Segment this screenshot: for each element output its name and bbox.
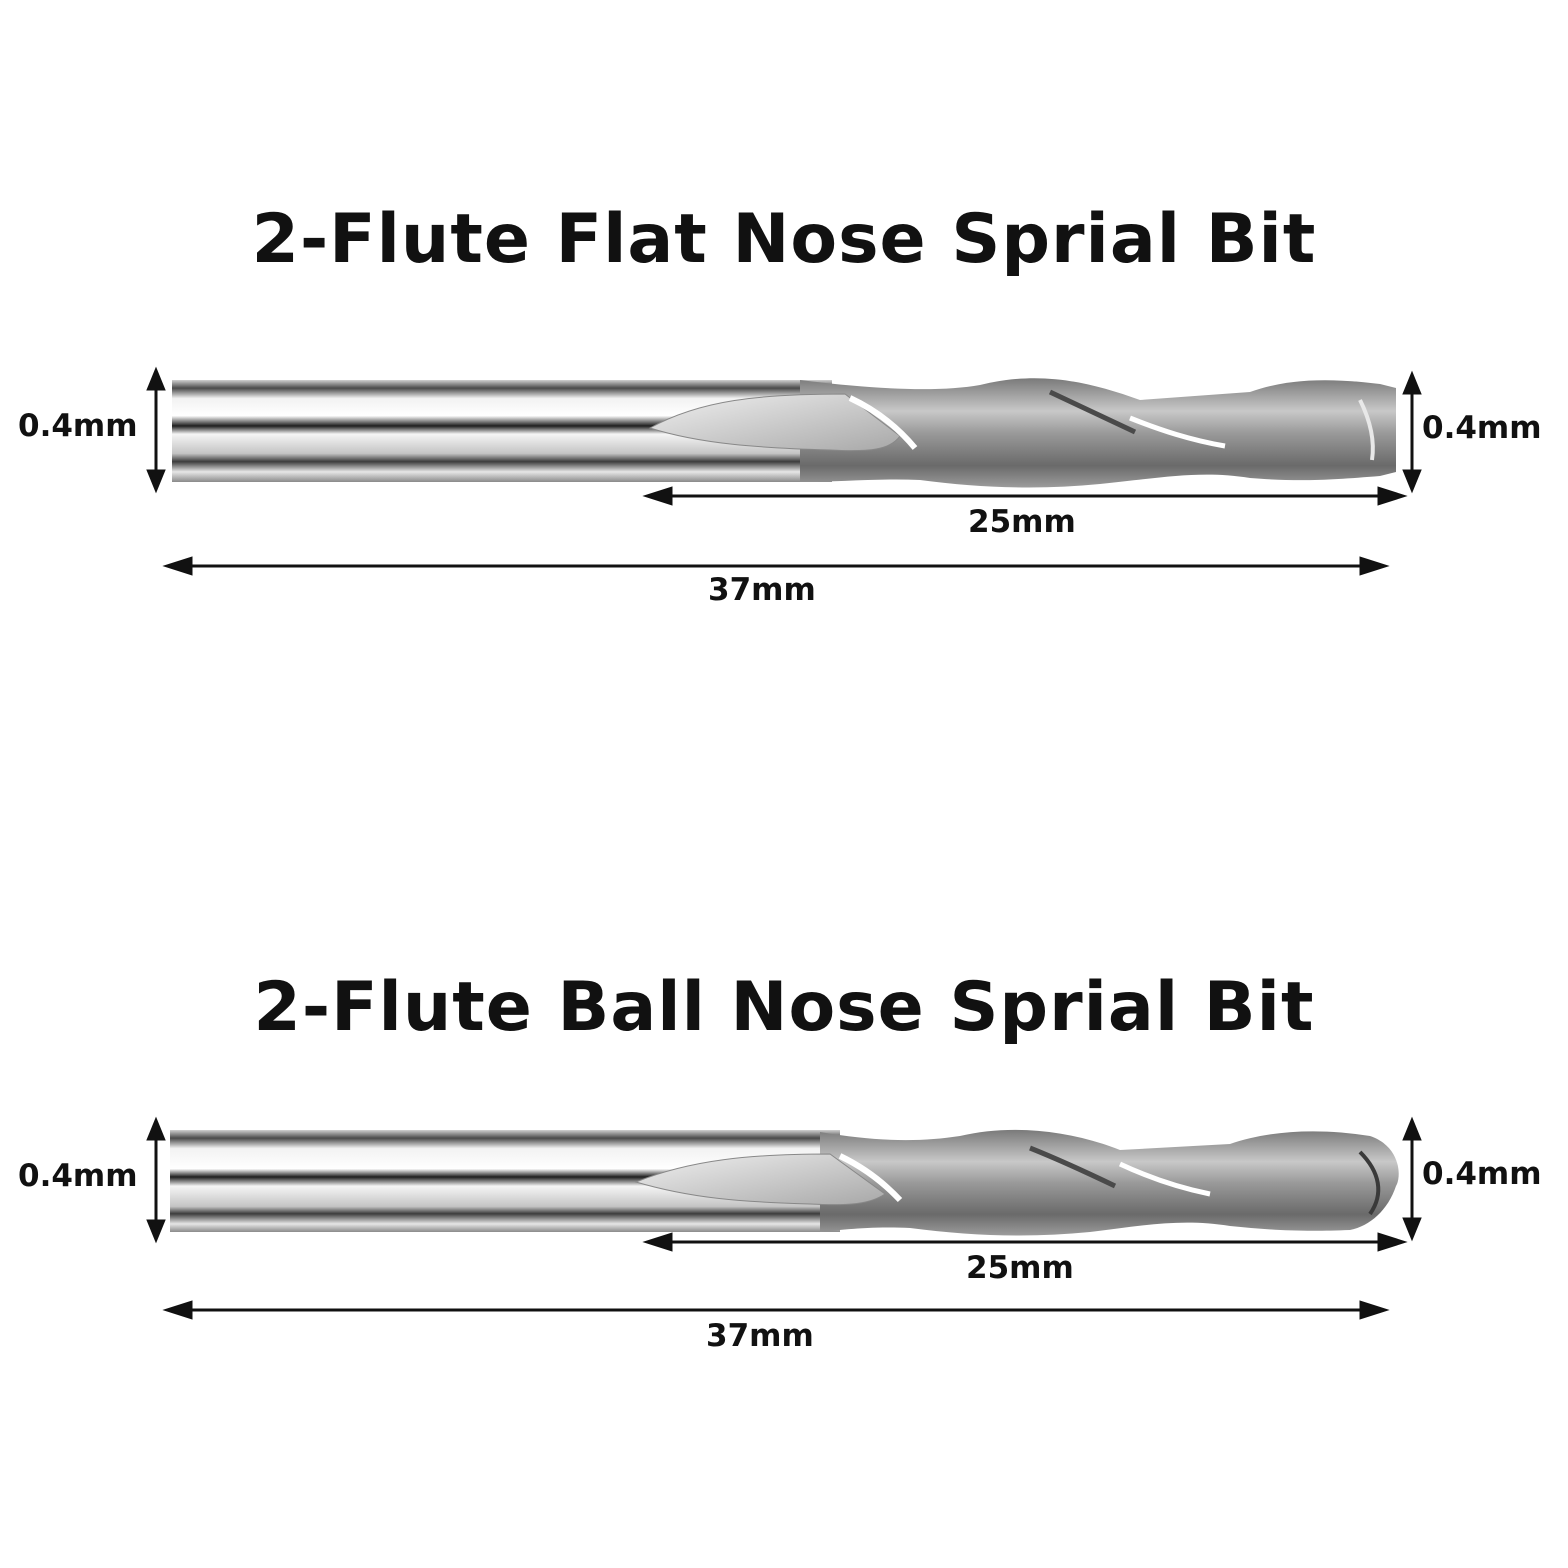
flat-bit-tip-diameter-arrow [1402,370,1422,494]
ball-bit-shank-diameter-label: 0.4mm [18,1158,138,1194]
ball-bit-overall-length-arrow [162,1300,1390,1320]
flat-bit-helix-groove-4 [1358,399,1375,461]
flat-bit-helix-groove-1 [848,395,918,450]
flat-bit-tip-diameter-label: 0.4mm [1422,410,1542,446]
ball-bit-flute-length-label: 25mm [966,1250,1074,1286]
ball-bit-title: 2-Flute Ball Nose Sprial Bit [253,968,1315,1047]
ball-bit-helix-groove-3 [1118,1161,1211,1197]
flat-bit-helix-groove-3 [1129,415,1226,449]
flat-bit-flute-length-label: 25mm [968,504,1076,540]
ball-bit-overall-length-label: 37mm [706,1318,814,1354]
flat-bit-flute-length-arrow [642,486,1408,506]
flat-bit-flutes [800,378,1396,488]
flat-bit-shank-diameter-label: 0.4mm [18,408,138,444]
ball-nose-bit-diagram [146,1116,1422,1320]
flat-bit-overall-length-label: 37mm [708,572,816,608]
ball-bit-shank-diameter-arrow [146,1116,166,1244]
flat-bit-overall-length-arrow [162,556,1390,576]
flat-bit-shank-diameter-arrow [146,366,166,494]
ball-bit-helix-groove-1 [838,1153,903,1203]
ball-bit-facet [634,1153,886,1206]
flat-nose-bit-diagram [146,366,1422,576]
flat-bit-title: 2-Flute Flat Nose Sprial Bit [251,200,1317,279]
ball-bit-flute-length-arrow [642,1232,1408,1252]
ball-bit-tip-diameter-arrow [1402,1116,1422,1242]
flat-bit-facet [648,393,901,452]
ball-bit-helix-groove-4 [1358,1150,1381,1216]
ball-bit-tip-diameter-label: 0.4mm [1422,1156,1542,1192]
flat-bit-helix-groove-2 [1048,389,1137,435]
ball-bit-helix-groove-2 [1029,1145,1117,1189]
